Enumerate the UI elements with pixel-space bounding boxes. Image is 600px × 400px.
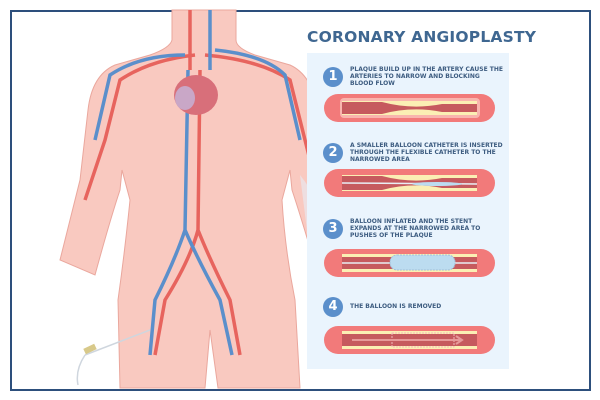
aorta-artery: [83, 10, 322, 356]
catheter: [76, 329, 151, 386]
artery-step-3: [324, 249, 495, 277]
image-border: [10, 10, 591, 391]
step-1-number: 1: [323, 67, 343, 87]
step-2-number: 2: [323, 143, 343, 163]
step-4-number: 4: [323, 297, 343, 317]
artery-step-1: [324, 94, 495, 122]
artery-step-4: [324, 326, 495, 354]
step-4-text: THE BALLOON IS REMOVED: [350, 303, 442, 310]
body-silhouette: [59, 9, 346, 389]
step-2-text: A SMALLER BALLOON CATHETER IS INSERTED T…: [350, 142, 503, 164]
step-1-text: PLAQUE BUILD UP IN THE ARTERY CAUSE THE …: [350, 66, 503, 88]
step-3-number: 3: [323, 219, 343, 239]
vena-cava-vein: [93, 10, 302, 356]
page-title: CORONARY ANGIOPLASTY: [307, 28, 537, 46]
step-3-text: BALLOON INFLATED AND THE STENT EXPANDS A…: [350, 218, 481, 240]
artery-step-2: [324, 169, 495, 197]
